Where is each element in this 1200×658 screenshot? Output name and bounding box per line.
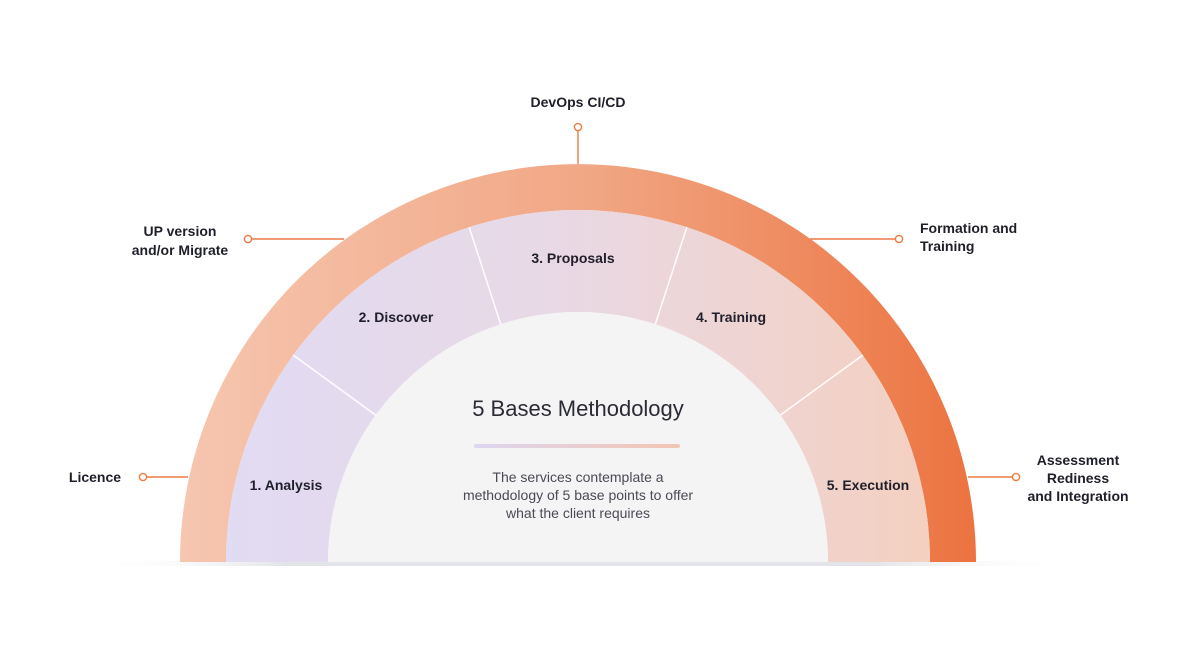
connector-dot-formation (894, 234, 904, 244)
center-description-line-1: The services contemplate a (492, 469, 663, 485)
outer-label-upversion-line-2: and/or Migrate (132, 242, 229, 258)
segment-label-execution: 5. Execution (827, 477, 909, 493)
segment-label-analysis: 1. Analysis (250, 477, 323, 493)
segment-label-proposals: 3. Proposals (531, 250, 614, 266)
outer-ring (180, 164, 976, 562)
center-title: 5 Bases Methodology (472, 396, 684, 421)
outer-label-formation-line-2: Training (920, 238, 974, 254)
connector-dot-assessment (1011, 472, 1021, 482)
segment-divider (292, 354, 377, 416)
connector-dot-devops (573, 122, 583, 132)
center-description-line-3: what the client requires (505, 505, 650, 521)
segment-label-training: 4. Training (696, 309, 766, 325)
outer-label-devops: DevOps CI/CD (531, 94, 626, 110)
outer-label-formation-line-1: Formation and (920, 220, 1017, 236)
center-description-line-2: methodology of 5 base points to offer (463, 487, 693, 503)
connector-dot-upversion (243, 234, 253, 244)
connectors (138, 122, 1021, 482)
outer-label-licence: Licence (69, 469, 121, 485)
center-disc (328, 312, 828, 562)
segment-dividers (292, 226, 864, 416)
baseline-shadow (90, 561, 1070, 566)
connector-dot-licence (138, 472, 148, 482)
outer-label-assessment-line-1: Assessment (1037, 452, 1120, 468)
segment-divider (779, 354, 864, 416)
outer-label-assessment-line-2: Rediness (1047, 470, 1109, 486)
outer-label-assessment-line-3: and Integration (1027, 488, 1128, 504)
segment-divider (468, 226, 502, 325)
outer-label-upversion-line-1: UP version (144, 223, 217, 239)
title-divider (474, 444, 680, 448)
segments-ring (226, 210, 930, 562)
segment-divider (654, 226, 688, 325)
segment-label-discover: 2. Discover (359, 309, 434, 325)
